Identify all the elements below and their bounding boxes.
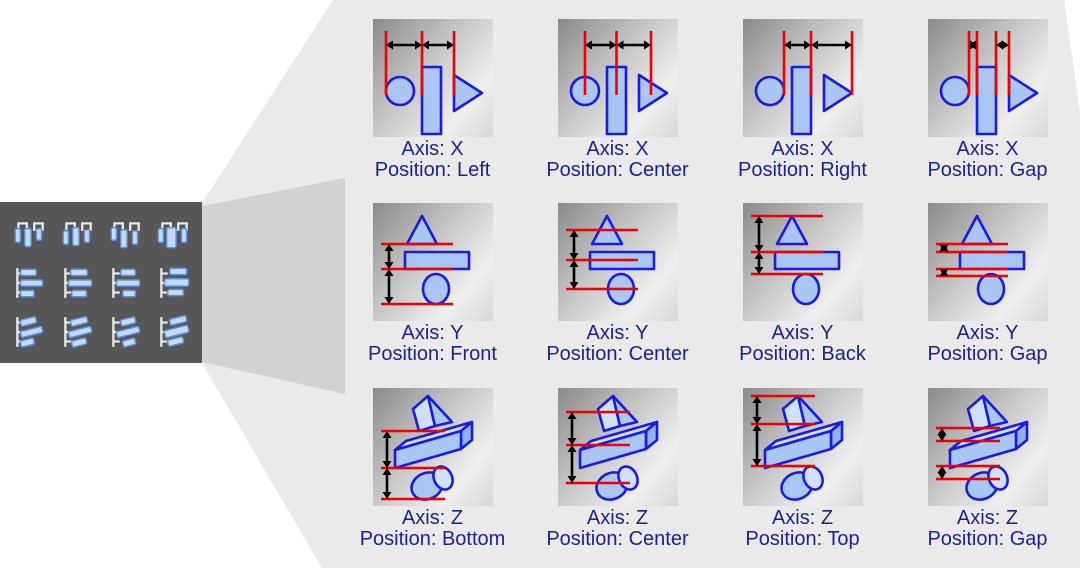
axis-label: Axis: Y (401, 322, 464, 344)
position-label: Position: Right (738, 159, 867, 181)
align-z-bottom-icon[interactable] (6, 308, 54, 356)
position-label: Position: Gap (927, 528, 1048, 550)
axis-label: Axis: Z (401, 507, 464, 529)
illustration-x-center (557, 19, 678, 137)
position-label: Position: Front (368, 343, 497, 365)
illustration-z-gap (927, 388, 1048, 506)
align-x-left-icon[interactable] (6, 211, 54, 259)
axis-label: Axis: X (956, 138, 1019, 160)
align-y-back-icon[interactable] (102, 259, 150, 307)
align-x-right-icon[interactable] (102, 211, 150, 259)
illustration-z-top (742, 388, 863, 506)
axis-label: Axis: Y (771, 322, 834, 344)
position-label: Position: Gap (927, 159, 1048, 181)
axis-label: Axis: X (586, 138, 649, 160)
position-label: Position: Center (546, 528, 689, 550)
align-x-gap-icon[interactable] (150, 211, 198, 259)
illustration-y-back (742, 203, 863, 321)
beam-dark-region (202, 178, 345, 394)
axis-label: Axis: X (771, 138, 834, 160)
position-label: Position: Center (546, 343, 689, 365)
position-label: Position: Center (546, 159, 689, 181)
axis-label: Axis: Y (586, 322, 649, 344)
illustration-x-left (372, 19, 493, 137)
position-label: Position: Left (374, 159, 491, 181)
alignment-toolbar-palette (0, 202, 202, 363)
illustration-y-gap (927, 203, 1048, 321)
axis-label: Axis: Z (771, 507, 834, 529)
axis-label: Axis: Z (586, 507, 649, 529)
illustration-y-front (372, 203, 493, 321)
align-x-center-icon[interactable] (54, 211, 102, 259)
position-label: Position: Bottom (359, 528, 506, 550)
align-z-top-icon[interactable] (102, 308, 150, 356)
illustration-y-center (557, 203, 678, 321)
position-label: Position: Top (745, 528, 860, 550)
illustration-z-bottom (372, 388, 493, 506)
align-z-center-icon[interactable] (54, 308, 102, 356)
illustration-x-right (742, 19, 863, 137)
axis-label: Axis: Y (956, 322, 1019, 344)
position-label: Position: Back (739, 343, 866, 365)
illustration-x-gap (927, 19, 1048, 137)
position-label: Position: Gap (927, 343, 1048, 365)
align-y-gap-icon[interactable] (150, 259, 198, 307)
illustration-z-center (557, 388, 678, 506)
align-y-center-icon[interactable] (54, 259, 102, 307)
axis-label: Axis: Z (956, 507, 1019, 529)
align-y-front-icon[interactable] (6, 259, 54, 307)
axis-label: Axis: X (401, 138, 464, 160)
align-z-gap-icon[interactable] (150, 308, 198, 356)
